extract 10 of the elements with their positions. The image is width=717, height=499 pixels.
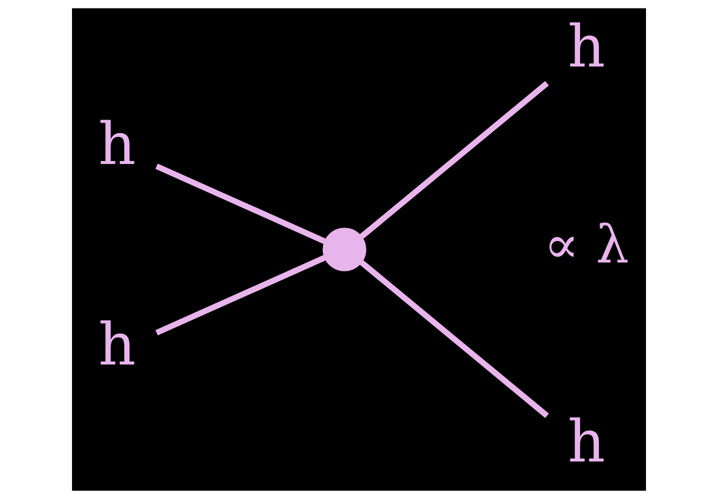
node-text: h (98, 310, 136, 378)
node-text: h (567, 408, 605, 476)
connector (359, 260, 548, 418)
connector (154, 164, 326, 244)
connector (154, 255, 326, 336)
node-circle (322, 228, 366, 272)
node-text: h (98, 110, 136, 178)
node-text: h (567, 12, 605, 80)
node-label: ∝ λ (543, 214, 629, 276)
connector (359, 80, 548, 239)
